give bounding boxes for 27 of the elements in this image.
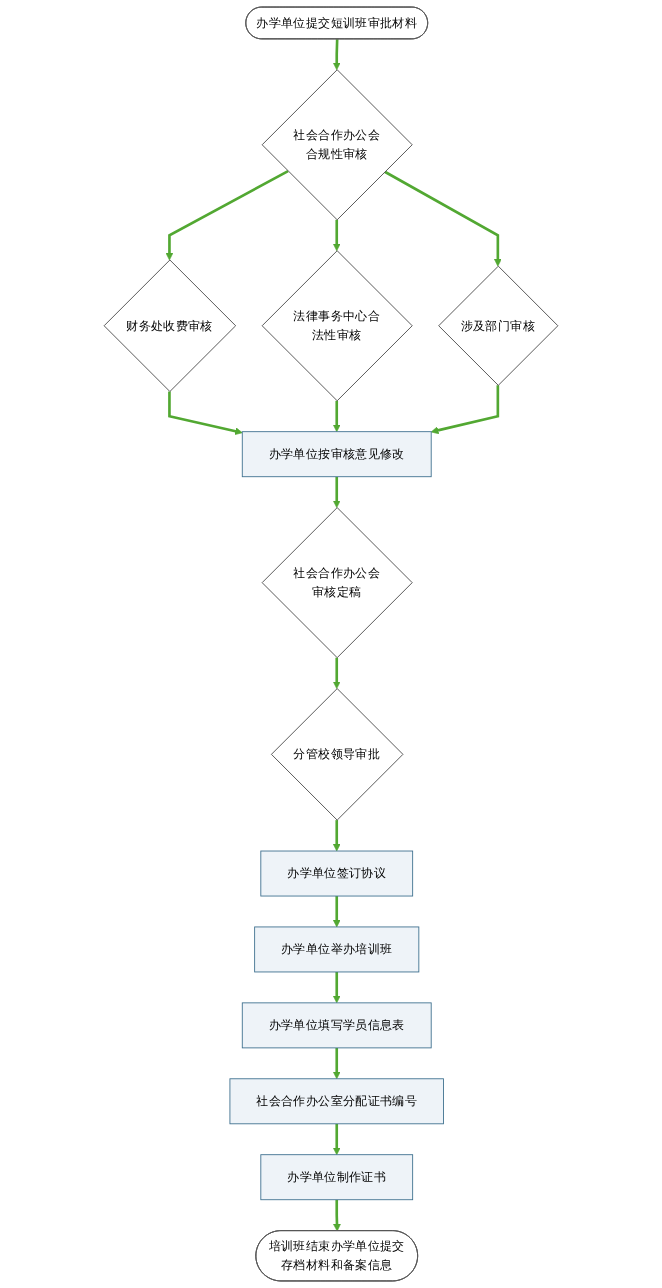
node-box: 办学单位制作证书 (260, 1154, 414, 1201)
arrow (332, 820, 341, 852)
arrow (332, 1047, 341, 1080)
node-diamond: 涉及部门审核 (438, 265, 559, 386)
arrow (332, 219, 341, 252)
node-box: 办学单位填写学员信息表 (241, 1002, 432, 1049)
node-diamond: 社会合作办公会合规性审核 (261, 69, 413, 221)
arrow (332, 657, 341, 689)
arrow (430, 385, 500, 435)
node-box: 办学单位按审核意见修改 (241, 431, 432, 478)
arrow (168, 391, 243, 435)
node-box: 社会合作办公室分配证书编号 (229, 1078, 444, 1125)
arrow (333, 1199, 341, 1232)
node-diamond: 财务处收费审核 (103, 259, 237, 392)
arrow (332, 476, 341, 508)
node-box: 办学单位签订协议 (260, 850, 414, 897)
arrow (332, 971, 341, 1004)
arrow (332, 39, 341, 71)
node-diamond: 法律事务中心合法性审核 (261, 250, 413, 402)
arrow (165, 169, 289, 261)
node-diamond: 分管校领导审批 (270, 688, 404, 821)
node-box: 办学单位举办培训班 (254, 926, 420, 973)
arrow (332, 400, 341, 433)
node-diamond: 社会合作办公会审核定稿 (261, 507, 413, 659)
arrow (332, 1123, 341, 1156)
arrow (332, 896, 341, 928)
arrow (384, 170, 502, 267)
